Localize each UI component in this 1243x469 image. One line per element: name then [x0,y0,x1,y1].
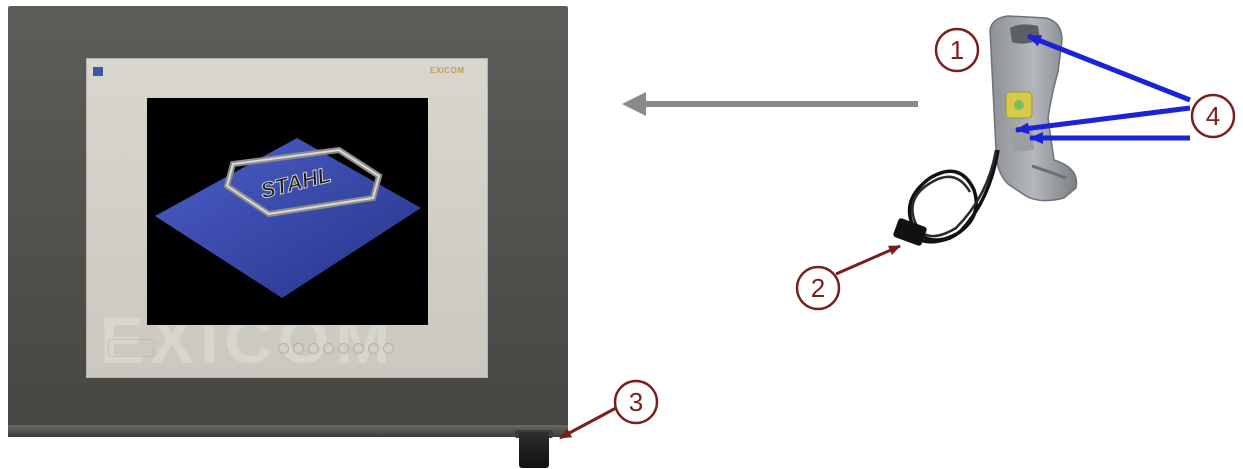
callout-4-label: 4 [1206,101,1220,131]
pointer-3 [560,408,616,438]
scanner-cable [892,150,998,247]
barcode-scanner [990,16,1077,201]
callout-1-label: 1 [950,35,964,65]
callout-3: 3 [615,381,657,423]
callout-4: 4 [1192,95,1234,137]
scanner-indicator-icon [1014,100,1024,110]
callout-3-label: 3 [629,387,643,417]
direction-arrow-head-icon [622,92,646,116]
callout-2: 2 [797,267,839,309]
callout-1: 1 [936,29,978,71]
coiled-cable-inner [912,150,996,236]
cable-connector-plug [892,217,927,246]
scanner-body [990,16,1077,201]
callout-2-label: 2 [811,273,825,303]
pointer-2 [836,246,900,274]
